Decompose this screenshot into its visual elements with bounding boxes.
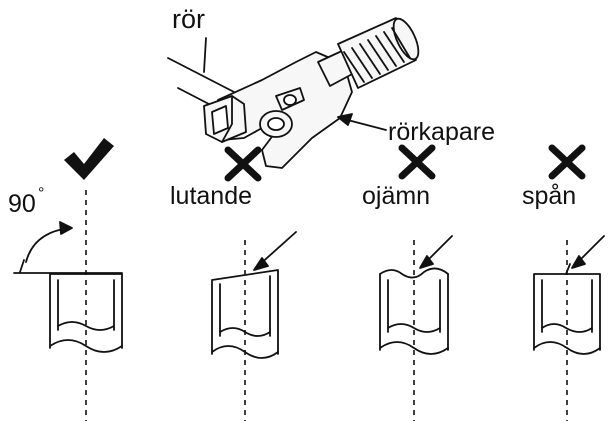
- pipe-uneven: [379, 235, 453, 355]
- pipe-slanted: [211, 231, 297, 359]
- cross-mark-icon: [398, 144, 436, 180]
- pipe-leader-line: [203, 37, 207, 73]
- check-mark-icon: [64, 138, 114, 180]
- angle-label: 90: [8, 190, 36, 218]
- cutter-pointer-arrow: [337, 113, 387, 131]
- cross-mark-icon: [548, 144, 586, 180]
- cutter-label: rörkapare: [388, 118, 495, 146]
- pipe-label: rör: [172, 4, 205, 34]
- uneven-label: ojämn: [362, 182, 431, 210]
- pipe-correct: [13, 221, 123, 353]
- pipe-cutter-illustration: [167, 17, 420, 169]
- degree-symbol: °: [38, 185, 45, 202]
- cross-mark-icon: [224, 146, 262, 182]
- cutter-frame: [209, 51, 353, 169]
- pipe-burr: [533, 235, 605, 355]
- cutter-knob: [337, 17, 420, 89]
- burr-label: spån: [522, 182, 577, 210]
- slanted-label: lutande: [170, 182, 253, 210]
